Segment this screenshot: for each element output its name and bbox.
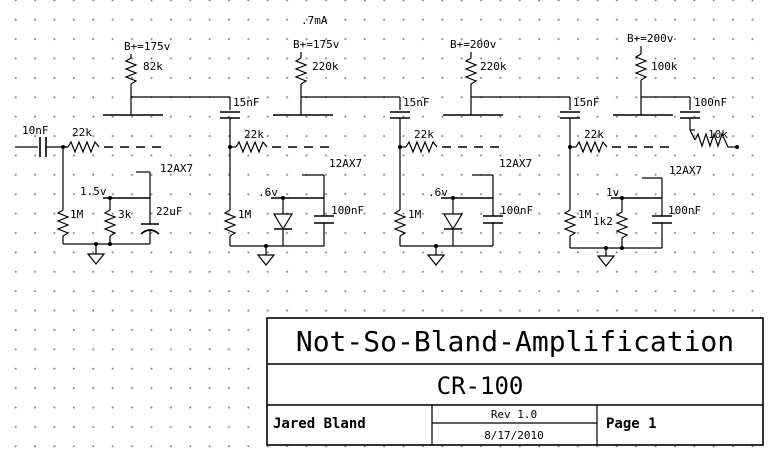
stage-4-bypass-cap-label: 100nF xyxy=(668,204,701,217)
stage-4-grid-leak-label: 1M xyxy=(578,208,592,221)
stage-3-tube-label: 12AX7 xyxy=(499,157,532,170)
stage-2-tube-label: 12AX7 xyxy=(329,157,362,170)
stage-4-grid-resistor-label: 22k xyxy=(584,128,604,141)
stage-2-coupling-cap-label: 15nF xyxy=(403,96,430,109)
stage-3-cathode-voltage: .6v xyxy=(428,186,448,199)
author-text: Jared Bland xyxy=(273,416,366,432)
stage-2-grid-leak xyxy=(223,209,237,237)
stage-2-grid-resistor xyxy=(235,140,268,154)
revision-text: Rev 1.0 xyxy=(491,408,537,421)
stage-3-coupling-cap-label: 15nF xyxy=(573,96,600,109)
output-section: 100nF 10k xyxy=(680,96,739,149)
stage-2-grid-leak-label: 1M xyxy=(238,208,252,221)
date-text: 8/17/2010 xyxy=(484,429,544,442)
stage-3-plate-resistor-label: 220k xyxy=(480,60,507,73)
stage-2: .7mA B+=175v 220k 15nF 22k 12AX7 1M .6v xyxy=(220,14,400,266)
stage-4-plate-resistor xyxy=(634,53,648,81)
stage-4-supply-label: B+=200v xyxy=(627,32,674,45)
stage-1-cathode-resistor xyxy=(103,209,117,237)
stage-1-grid-leak-label: 1M xyxy=(70,208,84,221)
stage-1-grid-leak xyxy=(56,209,70,237)
stage-4-cathode-resistor-label: 1k2 xyxy=(593,215,613,228)
stage-1-grid-resistor-label: 22k xyxy=(72,126,92,139)
stage-1-grid-resistor xyxy=(67,140,100,154)
stage-4-plate-resistor-label: 100k xyxy=(651,60,678,73)
stage-4: B+=200v 100k 15nF 22k 12AX7 1M 1v 1k2 xyxy=(560,32,702,267)
stage-4-tube-label: 12AX7 xyxy=(669,164,702,177)
stage-2-bypass-cap-label: 100nF xyxy=(331,204,364,217)
stage-1-plate-resistor-label: 82k xyxy=(143,60,163,73)
stage-4-ground-icon xyxy=(596,255,616,267)
stage-2-plate-resistor-label: 220k xyxy=(312,60,339,73)
input-cap-label: 10nF xyxy=(22,124,49,137)
stage-2-cathode-voltage: .6v xyxy=(258,186,278,199)
stage-3-plate-resistor xyxy=(464,57,478,85)
title-text: Not-So-Bland-Amplification xyxy=(296,325,734,358)
stage-1-ground-icon xyxy=(86,253,106,265)
stage-4-cathode-voltage: 1v xyxy=(606,186,620,199)
title-block: Not-So-Bland-Amplification CR-100 Jared … xyxy=(266,317,764,446)
stage-1-coupling-cap-label: 15nF xyxy=(233,96,260,109)
stage-1-plate-resistor xyxy=(124,57,138,85)
model-text: CR-100 xyxy=(437,372,524,400)
stage-3-grid-leak-label: 1M xyxy=(408,208,422,221)
stage-3-grid-leak xyxy=(393,209,407,237)
stage-2-cathode-diode-icon xyxy=(272,213,294,231)
output-resistor-label: 10k xyxy=(708,128,728,141)
stage-3-bypass-cap-label: 100nF xyxy=(500,204,533,217)
stage-1: B+=175v 82k 22k 12AX7 1M 1.5v 3k 22uF xyxy=(56,40,230,265)
stage-4-cathode-resistor xyxy=(615,211,629,239)
stage-3-grid-resistor xyxy=(405,140,438,154)
stage-4-grid-resistor xyxy=(575,140,608,154)
page-text: Page 1 xyxy=(606,416,657,432)
stage-1-cathode-resistor-label: 3k xyxy=(118,208,132,221)
stage-4-grid-leak xyxy=(563,209,577,237)
output-resistor xyxy=(694,132,729,148)
stage-1-bypass-cap-label: 22uF xyxy=(156,205,183,218)
stage-2-current-label: .7mA xyxy=(301,14,328,27)
stage-1-cathode-voltage: 1.5v xyxy=(80,185,107,198)
stage-3-ground-icon xyxy=(426,254,446,266)
stage-3-cathode-diode-icon xyxy=(442,213,464,231)
stage-3-grid-resistor-label: 22k xyxy=(414,128,434,141)
output-coupling-cap-label: 100nF xyxy=(694,96,727,109)
stage-3-supply-label: B+=200v xyxy=(450,38,497,51)
stage-1-supply-label: B+=175v xyxy=(124,40,171,53)
stage-1-tube-label: 12AX7 xyxy=(160,162,193,175)
stage-2-grid-resistor-label: 22k xyxy=(244,128,264,141)
stage-2-ground-icon xyxy=(256,254,276,266)
stage-3: B+=200v 220k 15nF 22k 12AX7 1M .6v xyxy=(390,38,570,266)
input-section: 10nF xyxy=(15,124,68,157)
stage-2-supply-label: B+=175v xyxy=(293,38,340,51)
stage-2-plate-resistor xyxy=(294,57,308,85)
